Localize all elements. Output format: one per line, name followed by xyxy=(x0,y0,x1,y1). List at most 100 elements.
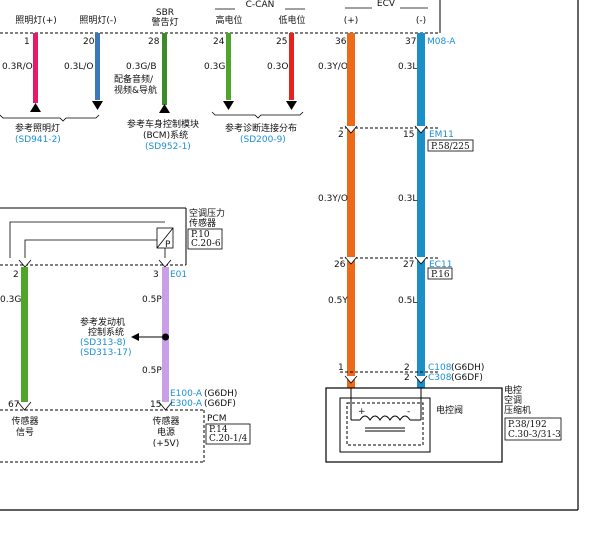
gauge-y: 0.5Y xyxy=(328,296,348,306)
illum-pos-label: 照明灯(+) xyxy=(15,15,57,26)
c108-variant: (G6DH) xyxy=(451,363,484,373)
ec11-page: P.16 xyxy=(431,270,450,280)
wire-36-orange xyxy=(347,33,355,388)
pin-20: 20 xyxy=(83,37,95,47)
pcm-pin-15: 15 xyxy=(150,400,161,410)
pin-1: 1 xyxy=(24,37,30,47)
valve-coil-icon xyxy=(351,415,421,421)
pin-ec11-27: 27 xyxy=(403,260,414,270)
wire-24-green xyxy=(226,33,231,100)
sensor-power-3: (+5V) xyxy=(153,439,179,449)
can-low-label: 低电位 xyxy=(278,14,305,26)
pin-em11-15: 15 xyxy=(403,130,414,140)
pin-28: 28 xyxy=(148,37,160,47)
sbr-label: SBR xyxy=(156,8,174,18)
ac-sensor-page-2: C.20-6 xyxy=(191,239,221,249)
bcm-ref-1: 参考车身控制模块 xyxy=(127,118,199,130)
diag-ref-code: (SD200-9) xyxy=(240,135,286,145)
ac-sensor-page-box xyxy=(187,228,223,250)
gauge-p1: 0.5P xyxy=(142,295,162,305)
sensor-internal-2 xyxy=(9,221,165,258)
ac-sensor-label-1: 空调压力 xyxy=(189,207,225,219)
diag-ref-1: 参考诊断连接分布 xyxy=(225,122,297,134)
sensor-internal-1 xyxy=(24,239,160,258)
pin-c108-2b: 2 xyxy=(404,373,410,383)
pin-24: 24 xyxy=(213,37,225,47)
gauge-w25: 0.3O xyxy=(267,62,288,72)
em11-page: P.58/225 xyxy=(431,142,470,152)
pin-25: 25 xyxy=(276,37,287,47)
c108-chevron-left xyxy=(344,375,358,384)
arrow-down-20 xyxy=(92,101,103,110)
pin-c108-2a: 2 xyxy=(404,363,410,373)
compressor-page-box xyxy=(504,417,562,441)
compressor-label-1: 电控 xyxy=(504,384,522,396)
gauge-p2: 0.5P xyxy=(142,366,162,376)
pcm-page-2: C.20-1/4 xyxy=(209,434,248,444)
arrow-down-24 xyxy=(223,101,234,110)
sensor-p-label: P xyxy=(165,240,171,250)
arrow-up-28 xyxy=(159,104,170,113)
connector-e01: E01 xyxy=(170,270,187,280)
pcm-page-box xyxy=(205,423,251,445)
engine-ref-code-1: (SD313-8) xyxy=(80,338,126,348)
wire-28-green xyxy=(162,33,167,105)
connector-e100a: E100-A xyxy=(170,389,203,399)
arrow-down-25 xyxy=(286,101,297,110)
sensor-pin-3: 3 xyxy=(153,270,159,280)
pcm-label: PCM xyxy=(207,414,226,424)
sensor-chevron-3 xyxy=(158,259,172,268)
engine-ref-1: 参考发动机 xyxy=(80,316,125,328)
valve-label: 电控阀 xyxy=(436,404,463,416)
ec11-chevron-right xyxy=(414,256,428,265)
arrow-up-1 xyxy=(30,103,41,112)
ecv-pos-label: (+) xyxy=(344,16,359,26)
em11-chevron-right xyxy=(414,125,428,134)
connector-c308: C308 xyxy=(428,373,452,383)
illum-neg-label: 照明灯(-) xyxy=(79,15,116,26)
pcm-page-1: P.14 xyxy=(209,425,228,435)
bcm-ref-code: (SD952-1) xyxy=(145,142,191,152)
illum-ref-code: (SD941-2) xyxy=(15,135,61,145)
pcm-chevron-67 xyxy=(17,401,32,411)
sensor-power-2: 电源 xyxy=(157,426,175,438)
wire-1-pink xyxy=(33,33,38,103)
gauge-w20: 0.3L/O xyxy=(64,62,93,72)
sensor-signal-1: 传感器 xyxy=(11,415,38,427)
pressure-sensor-diag xyxy=(156,227,174,249)
engine-ref-code-2: (SD313-17) xyxy=(80,348,132,358)
pin-ec11-26: 26 xyxy=(334,260,346,270)
compressor-label-2: 空调 xyxy=(504,394,522,406)
e300a-variant: (G6DF) xyxy=(204,399,236,409)
gauge-l-mid: 0.3L xyxy=(398,194,417,204)
bcm-ref-2: (BCM)系统 xyxy=(143,129,188,141)
gauge-yo-mid: 0.3Y/O xyxy=(318,194,348,204)
connector-ec11: EC11 xyxy=(429,260,452,270)
sensor-power-1: 传感器 xyxy=(152,415,179,427)
connector-em11: EM11 xyxy=(429,130,454,140)
ecv-neg-label: (-) xyxy=(416,16,426,26)
sensor-pin-2: 2 xyxy=(13,270,19,280)
compressor-page-1: P.38/192 xyxy=(508,420,547,430)
ecv-label: ECV xyxy=(377,0,396,9)
audio-note-1: 配备音频/ xyxy=(114,73,154,85)
audio-note-2: 视频&导航 xyxy=(114,84,157,96)
sensor-signal-2: 信号 xyxy=(16,426,34,438)
gauge-w36: 0.3Y/O xyxy=(318,62,348,72)
pcm-pin-67: 67 xyxy=(8,400,19,410)
splice-dot xyxy=(162,333,169,341)
wire-37-blue xyxy=(417,33,425,388)
valve-box xyxy=(339,397,431,453)
connector-e300a: E300-A xyxy=(170,399,203,409)
wire-sensor-green xyxy=(21,267,28,402)
ac-sensor-page-1: P.10 xyxy=(191,230,210,240)
sbr-warning-label: 警告灯 xyxy=(151,16,178,28)
illum-ref-brace xyxy=(0,114,100,122)
valve-inner xyxy=(346,402,424,446)
sensor-chevron-2 xyxy=(18,259,32,268)
pin-37: 37 xyxy=(405,37,416,47)
ec11-page-box xyxy=(427,267,453,280)
pin-em11-2: 2 xyxy=(338,130,344,140)
em11-page-box xyxy=(427,139,474,152)
